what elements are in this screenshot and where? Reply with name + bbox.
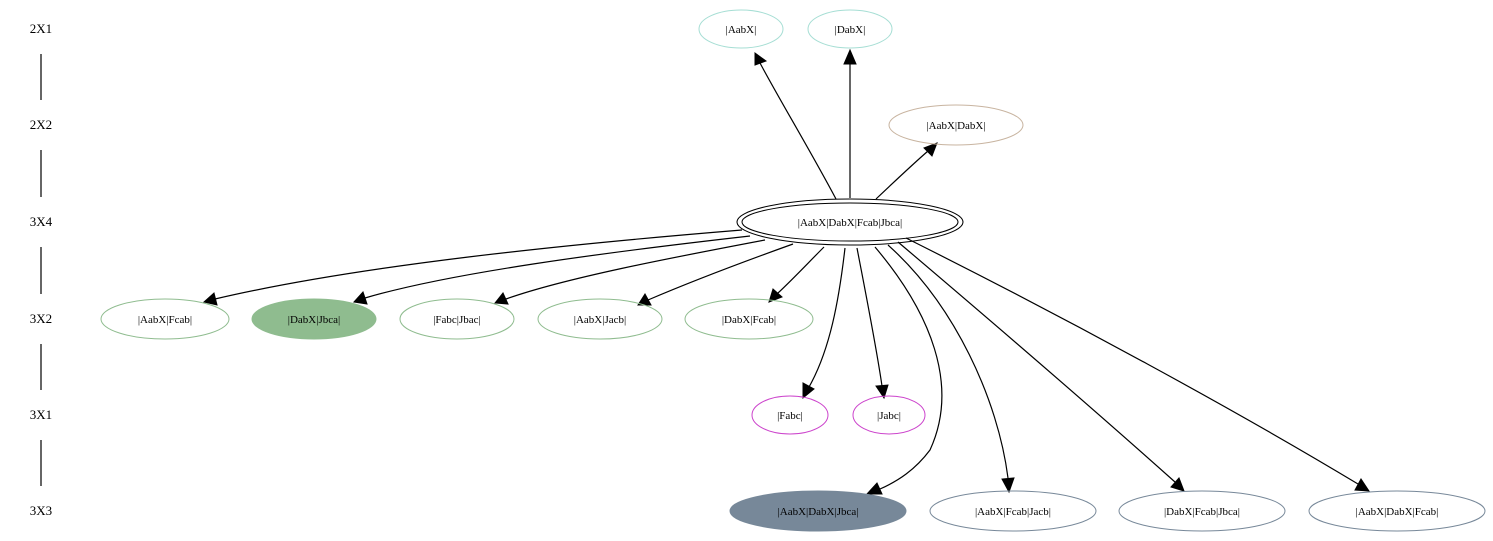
- edge-root-aabx-jacb: [647, 243, 794, 301]
- node-aabx-dabx[interactable]: |AabX|DabX|: [888, 104, 1024, 146]
- level-label-3x3: 3X3: [30, 503, 52, 518]
- node-shape: [698, 9, 784, 49]
- level-column: 2X1 2X2 3X4 3X2 3X1 3X3: [30, 21, 53, 518]
- node-shape: [729, 490, 907, 532]
- edge-root-jabc: [856, 247, 883, 387]
- edge-root-aabx-fcab-jacb: [887, 244, 1009, 479]
- node-label: |DabX|Jbca|: [288, 314, 340, 326]
- node-shape-outer: [736, 198, 964, 246]
- edge-arrowhead: [768, 288, 783, 303]
- edge-arrowhead: [1001, 477, 1015, 494]
- node-aabx-dabx-fcab[interactable]: |AabX|DabX|Fcab|: [1308, 490, 1486, 532]
- node-label: |Fabc|: [777, 410, 803, 422]
- edge-root-dabx-jbca: [364, 235, 751, 299]
- edge-root-fabc: [808, 247, 846, 388]
- edge-arrowhead: [1354, 478, 1370, 492]
- node-dabx-fcab[interactable]: |DabX|Fcab|: [684, 298, 814, 340]
- edge-root-aabx-dabx-jbca: [874, 246, 943, 490]
- level-label-3x2: 3X2: [30, 311, 52, 326]
- edge-arrowhead: [802, 382, 815, 400]
- node-shape: [751, 395, 829, 435]
- node-aabx[interactable]: |AabX|: [698, 9, 784, 49]
- node-label: |DabX|Fcab|Jbca|: [1164, 506, 1240, 518]
- edge-root-aabx-dabx: [875, 150, 929, 200]
- edge-arrowhead: [202, 292, 218, 306]
- node-aabx-fcab-jacb[interactable]: |AabX|Fcab|Jacb|: [929, 490, 1097, 532]
- node-shape: [684, 298, 814, 340]
- node-shape: [537, 298, 663, 340]
- edge-arrowhead: [875, 384, 889, 400]
- node-aabx-dabx-jbca[interactable]: |AabX|DabX|Jbca|: [729, 490, 907, 532]
- edge-arrowhead: [1170, 477, 1185, 492]
- edge-root-aabx-dabx-fcab: [905, 237, 1359, 485]
- node-shape: [399, 298, 515, 340]
- node-label: |AabX|: [726, 24, 757, 36]
- node-shape-inner: [741, 202, 959, 242]
- edge-arrowhead: [865, 482, 883, 495]
- edge-arrowhead: [494, 292, 509, 305]
- edges: [202, 48, 1370, 495]
- node-label: |AabX|DabX|Fcab|: [1356, 506, 1439, 518]
- node-dabx-jbca[interactable]: |DabX|Jbca|: [251, 298, 377, 340]
- edge-root-dabx-fcab: [777, 246, 825, 294]
- node-shape: [888, 104, 1024, 146]
- level-label-2x2: 2X2: [30, 117, 52, 132]
- node-label: |AabX|DabX|Jbca|: [778, 506, 859, 518]
- nodes: |AabX| |DabX| |AabX|DabX| |AabX|DabX|Fca…: [100, 9, 1486, 532]
- edge-root-aabx-fcab: [214, 229, 743, 300]
- node-shape: [1118, 490, 1286, 532]
- edge-root-dabx-fcab-jbca: [897, 241, 1176, 483]
- node-jabc[interactable]: |Jabc|: [852, 395, 926, 435]
- node-shape: [852, 395, 926, 435]
- node-shape: [251, 298, 377, 340]
- node-label: |Jabc|: [877, 410, 901, 422]
- node-aabx-fcab[interactable]: |AabX|Fcab|: [100, 298, 230, 340]
- node-label: |DabX|: [835, 24, 866, 36]
- node-dabx-fcab-jbca[interactable]: |DabX|Fcab|Jbca|: [1118, 490, 1286, 532]
- edge-arrowhead: [754, 52, 768, 66]
- edge-root-aabx: [759, 62, 837, 200]
- node-root[interactable]: |AabX|DabX|Fcab|Jbca|: [736, 198, 964, 246]
- level-label-3x1: 3X1: [30, 407, 52, 422]
- edge-arrowhead: [353, 291, 368, 305]
- node-aabx-jacb[interactable]: |AabX|Jacb|: [537, 298, 663, 340]
- node-dabx[interactable]: |DabX|: [807, 9, 893, 49]
- node-shape: [1308, 490, 1486, 532]
- node-label: |DabX|Fcab|: [722, 314, 776, 326]
- level-label-2x1: 2X1: [30, 21, 52, 36]
- edge-arrowhead: [843, 48, 857, 65]
- level-label-3x4: 3X4: [30, 214, 53, 229]
- node-label: |AabX|DabX|: [926, 120, 985, 132]
- node-shape: [929, 490, 1097, 532]
- edge-root-fabc-jbac: [505, 239, 766, 300]
- node-label: |AabX|Fcab|Jacb|: [975, 506, 1051, 518]
- node-label: |AabX|DabX|Fcab|Jbca|: [798, 217, 902, 229]
- node-shape: [807, 9, 893, 49]
- node-fabc[interactable]: |Fabc|: [751, 395, 829, 435]
- node-label: |Fabc|Jbac|: [433, 314, 481, 326]
- edge-arrowhead: [923, 142, 938, 157]
- node-shape: [100, 298, 230, 340]
- node-fabc-jbac[interactable]: |Fabc|Jbac|: [399, 298, 515, 340]
- node-label: |AabX|Jacb|: [574, 314, 626, 326]
- node-label: |AabX|Fcab|: [138, 314, 192, 326]
